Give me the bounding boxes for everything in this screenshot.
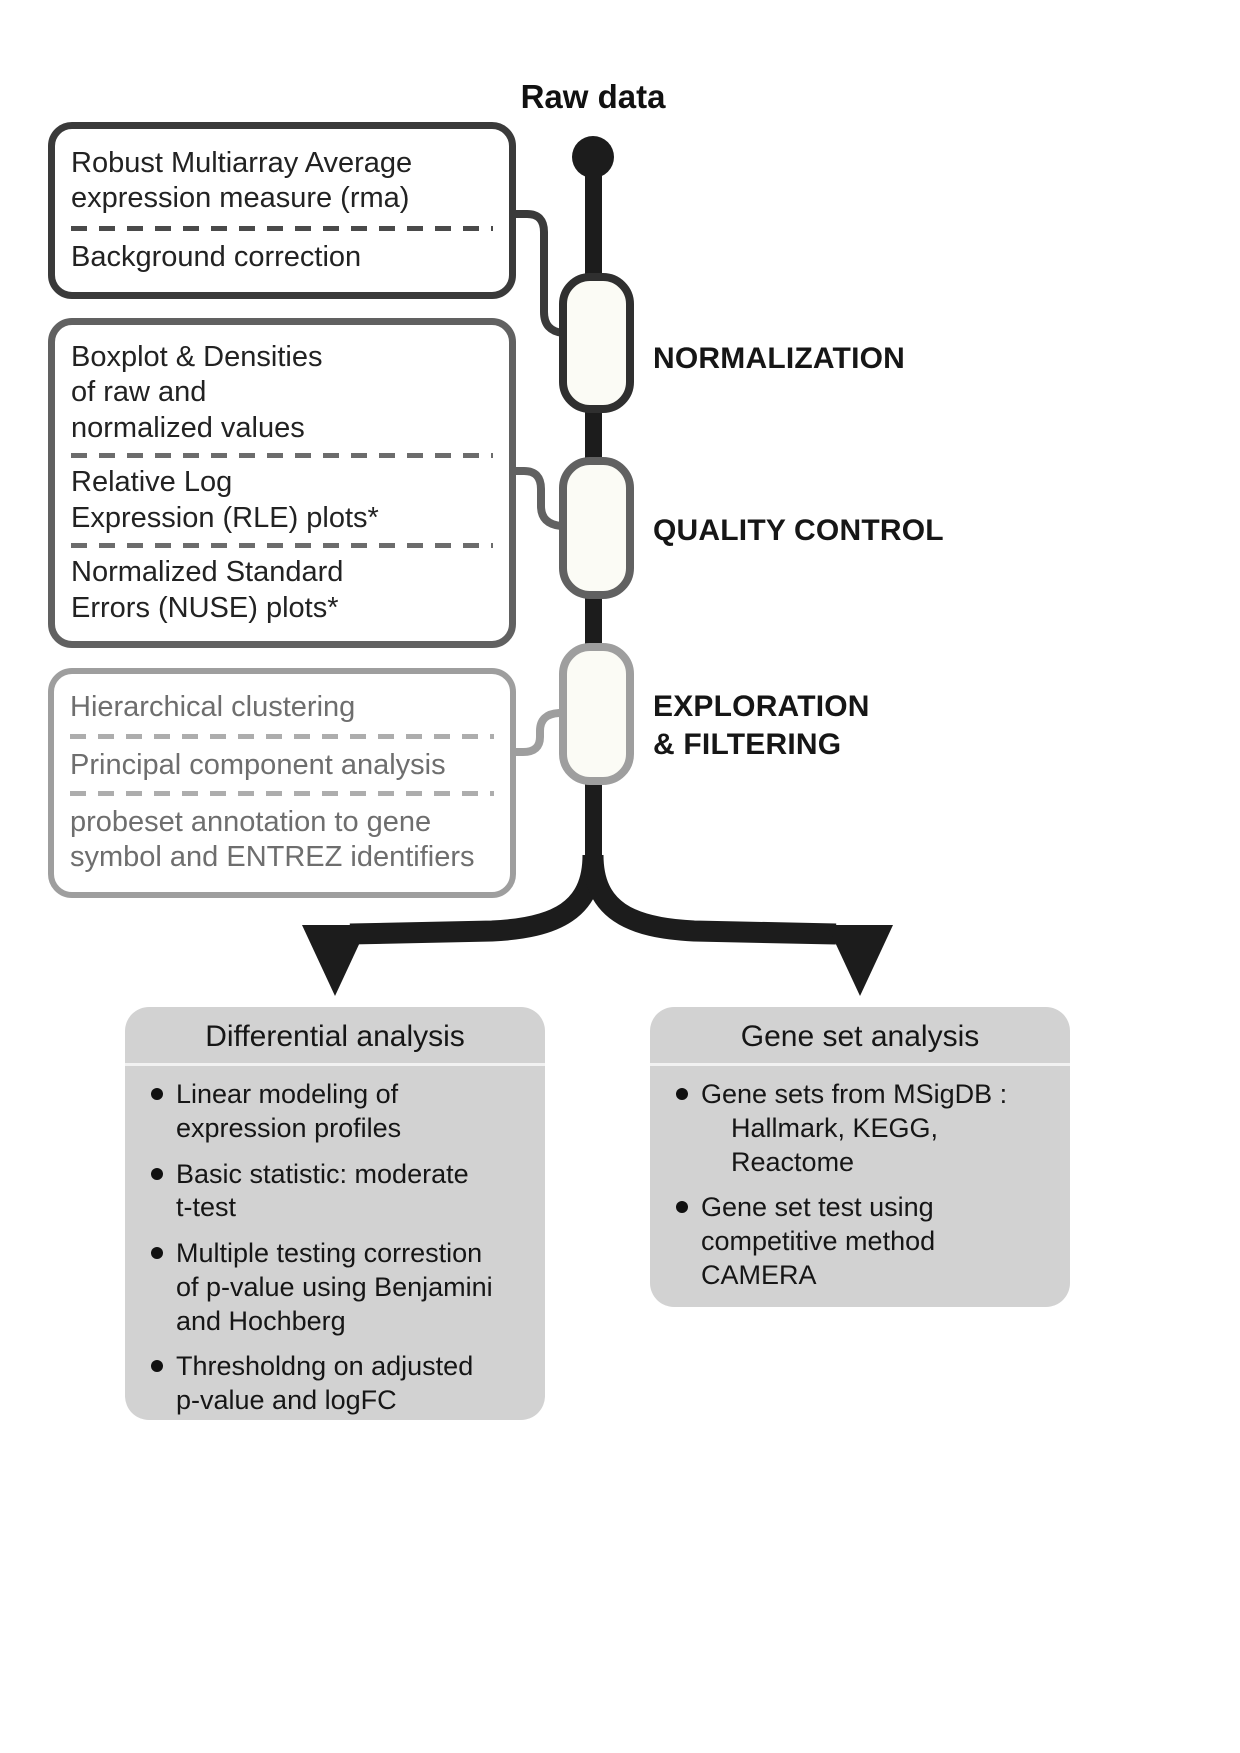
raw-data-label: Raw data <box>520 78 666 115</box>
list-item: Thresholdng on adjusted p-value and logF… <box>151 1350 529 1418</box>
list-item: Gene set test using competitive method C… <box>676 1191 1054 1292</box>
bullet-dot-icon <box>151 1088 163 1100</box>
connector-exploration <box>510 709 563 756</box>
step-nuse-plots: Normalized Standard Errors (NUSE) plots* <box>71 556 344 624</box>
stage-node-exploration <box>559 643 634 785</box>
stage-label-normalization: NORMALIZATION <box>653 342 906 375</box>
list-item: Gene sets from MSigDB : Hallmark, KEGG, … <box>676 1078 1054 1179</box>
dashed-divider <box>70 734 494 740</box>
connector-normalization <box>510 210 567 337</box>
dashed-divider <box>71 543 493 549</box>
stage-label-quality-control: QUALITY CONTROL <box>653 514 944 547</box>
list-item: Linear modeling of expression profiles <box>151 1078 529 1146</box>
bullet-dot-icon <box>151 1360 163 1373</box>
differential-analysis-box: Differential analysis Linear modeling of… <box>125 1007 545 1420</box>
connector-quality-control <box>510 467 565 530</box>
step-rma: Robust Multiarray Average expression mea… <box>71 146 413 215</box>
step-probeset-annotation: probeset annotation to gene symbol and E… <box>70 805 475 874</box>
bullet-text: Basic statistic: moderate t-test <box>176 1158 469 1223</box>
bullet-dot-icon <box>676 1201 688 1214</box>
bullet-text: Multiple testing correstion of p-value u… <box>176 1238 493 1336</box>
differential-analysis-title: Differential analysis <box>205 1020 465 1053</box>
dashed-divider <box>71 225 493 231</box>
bullet-text: Thresholdng on adjusted p-value and logF… <box>176 1351 474 1415</box>
branch-arm-right <box>582 854 837 945</box>
gene-set-analysis-bullets: Gene sets from MSigDB : Hallmark, KEGG, … <box>650 1066 1070 1307</box>
gene-set-analysis-box: Gene set analysis Gene sets from MSigDB … <box>650 1007 1070 1307</box>
stage-node-normalization <box>559 273 634 413</box>
quality-control-steps-box: Boxplot & Densities of raw and normalize… <box>48 318 516 648</box>
step-background-correction: Background correction <box>71 240 362 273</box>
stage-label-exploration: EXPLORATION & FILTERING <box>653 690 870 762</box>
normalization-steps-box: Robust Multiarray Average expression mea… <box>48 122 516 299</box>
bullet-text: Gene set test using competitive method C… <box>701 1192 936 1290</box>
exploration-steps-box: Hierarchical clustering Principal compon… <box>48 668 516 898</box>
bullet-text: Linear modeling of expression profiles <box>176 1079 402 1143</box>
bullet-dot-icon <box>676 1088 688 1100</box>
list-item: Basic statistic: moderate t-test <box>151 1158 529 1226</box>
step-boxplot-densities: Boxplot & Densities of raw and normalize… <box>71 341 323 444</box>
title-divider <box>650 1063 1070 1066</box>
bullet-text: Gene sets from MSigDB : Hallmark, KEGG, … <box>701 1079 1008 1177</box>
gene-set-analysis-title: Gene set analysis <box>740 1020 980 1053</box>
step-rle-plots: Relative Log Expression (RLE) plots* <box>71 466 379 534</box>
list-item: Multiple testing correstion of p-value u… <box>151 1237 529 1338</box>
arrowhead-left <box>302 925 368 996</box>
title-divider <box>125 1063 545 1066</box>
step-pca: Principal component analysis <box>70 748 446 781</box>
bullet-dot-icon <box>151 1167 163 1180</box>
differential-analysis-bullets: Linear modeling of expression profiles B… <box>125 1066 545 1420</box>
arrowhead-right <box>827 925 893 996</box>
stage-node-quality-control <box>559 457 634 599</box>
bullet-dot-icon <box>151 1247 163 1259</box>
dashed-divider <box>70 791 494 797</box>
dashed-divider <box>71 453 493 459</box>
step-hierarchical-clustering: Hierarchical clustering <box>70 691 356 724</box>
